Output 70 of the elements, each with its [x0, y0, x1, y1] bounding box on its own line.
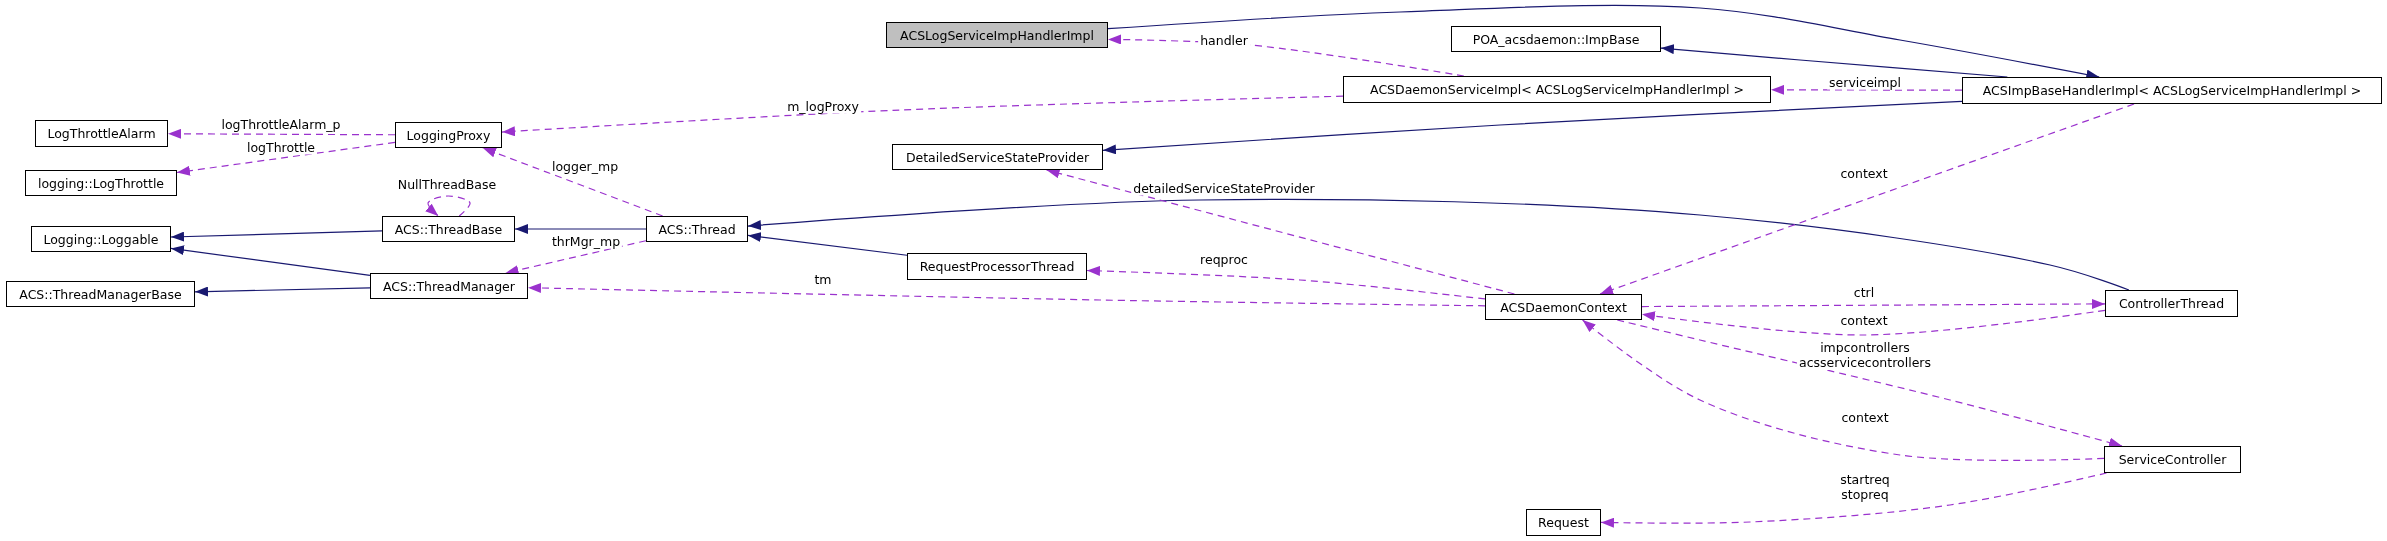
arrow	[1102, 100, 1963, 155]
class-name: LogThrottleAlarm	[46, 126, 157, 141]
class-name: POA_acsdaemon::ImpBase	[1471, 31, 1641, 47]
class-name: RequestProcessorThread	[918, 259, 1076, 274]
class-name: ControllerThread	[2117, 296, 2226, 311]
class-box	[370, 273, 528, 299]
edge-label: detailedServiceStateProvider	[1131, 180, 1317, 196]
class-box	[25, 170, 177, 196]
dashed-arrow	[482, 147, 664, 217]
edge-label: m_logProxy	[785, 98, 861, 114]
edge-label: thrMgr_mp	[549, 233, 623, 249]
class-box	[892, 144, 1103, 170]
dashed-arrow	[1599, 103, 2135, 295]
class-name: Logging::Loggable	[42, 231, 160, 247]
class-box	[6, 281, 195, 307]
edge-label: logThrottleAlarm_p	[219, 116, 343, 132]
dashed-arrow	[504, 240, 647, 275]
class-name: logging::LogThrottle	[36, 175, 166, 191]
class-name: Request	[1537, 515, 1590, 530]
class-box	[646, 216, 748, 242]
class-name: ACS::ThreadManager	[382, 278, 516, 294]
dashed-arrow	[527, 283, 1486, 307]
edge-label: NullThreadBase	[395, 176, 499, 192]
class-box	[2104, 446, 2241, 473]
edge-label: serviceimpl	[1827, 74, 1903, 90]
dashed-arrow	[1641, 298, 2106, 309]
arrow	[170, 245, 371, 276]
class-name: ACSImpBaseHandlerImpl< ACSLogServiceImpHandlerImpl >	[1981, 83, 2363, 98]
dashed-arrow	[167, 128, 396, 139]
class-name: ServiceController	[2117, 452, 2228, 467]
arrow	[747, 232, 908, 256]
class-box	[1962, 77, 2382, 104]
edge-label: logger_mp	[549, 158, 621, 174]
class-box	[1343, 76, 1771, 103]
class-box	[2105, 290, 2238, 317]
dashed-arrow	[1086, 265, 1486, 300]
arrow	[170, 230, 383, 242]
class-box	[395, 122, 502, 148]
dashed-arrow	[1045, 168, 1516, 295]
class-box	[1526, 509, 1601, 536]
edge-label: handler	[1198, 32, 1250, 48]
dashed-arrow	[501, 95, 1344, 137]
class-box	[886, 22, 1108, 48]
class-name: DetailedServiceStateProvider	[904, 149, 1091, 165]
class-name: ACSDaemonContext	[1499, 299, 1628, 315]
edge-label: impcontrollers acsservicecontrollers	[1797, 340, 1933, 370]
class-box	[35, 120, 168, 147]
arrow	[194, 286, 371, 297]
class-box	[382, 216, 515, 242]
dashed-arrow	[1600, 472, 2108, 528]
class-name: ACS::Thread	[657, 221, 737, 237]
edge-label: ctrl	[1851, 284, 1877, 300]
class-box	[1451, 26, 1661, 52]
class-name: ACS::ThreadManagerBase	[18, 286, 183, 302]
class-name: ACSLogServiceImpHandlerImpl	[899, 27, 1095, 43]
class-box	[31, 226, 171, 252]
class-name: ACSDaemonServiceImpl< ACSLogServiceImpHandlerImpl >	[1369, 82, 1745, 97]
class-name: ACS::ThreadBase	[393, 221, 504, 237]
dashed-arrow	[1616, 319, 2123, 448]
dashed-arrow	[425, 195, 471, 217]
arrow	[747, 198, 2130, 291]
arrow	[514, 224, 647, 234]
class-name: LoggingProxy	[405, 127, 492, 143]
class-box	[907, 253, 1087, 280]
edge-label: startreq stopreq	[1838, 472, 1892, 502]
dashed-arrow	[1582, 319, 2105, 461]
dashed-arrow	[1770, 84, 1963, 95]
class-box	[1485, 294, 1642, 320]
dashed-arrow	[176, 141, 396, 176]
dashed-arrow	[1641, 309, 2106, 336]
